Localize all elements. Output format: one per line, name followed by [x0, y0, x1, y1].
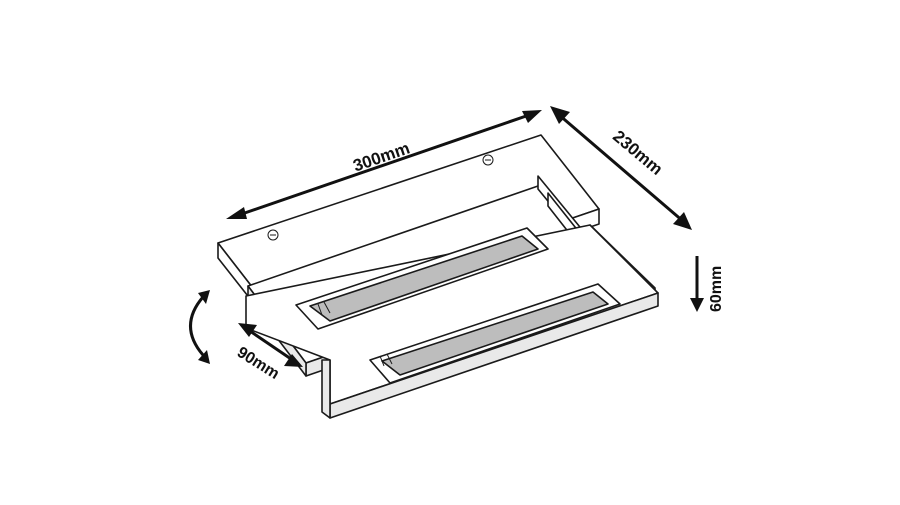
lower-slot-detail-2: [386, 353, 393, 365]
double-arrow-icon: [235, 112, 533, 218]
arrow-head-upper: [238, 323, 257, 337]
arrow-head-top: [550, 106, 570, 124]
lower-tier-front: [321, 359, 331, 419]
double-arrow-icon: [557, 112, 685, 224]
arrow-head-right: [522, 110, 542, 123]
dimension-length-label: 300mm: [351, 139, 413, 176]
upper-slot-detail-1: [317, 303, 323, 316]
upper-slot-detail-2: [323, 301, 331, 314]
lower-slot-detail-1: [379, 355, 385, 367]
double-arrow-icon: [246, 327, 295, 363]
arrow-head-lower: [284, 354, 303, 367]
dimension-height: 60mm: [690, 256, 725, 312]
arrow-head-bottom: [673, 212, 692, 230]
arc-head-top: [198, 290, 210, 304]
upper-slot-inner: [309, 235, 539, 322]
dimension-width-label: 230mm: [609, 127, 666, 179]
lower-slot-inner: [381, 291, 609, 376]
rotation-arc-icon: [189, 296, 205, 356]
arrow-head-down: [690, 298, 704, 312]
dimension-height-label: 60mm: [708, 266, 725, 312]
arrow-head-left: [226, 207, 247, 219]
lamp-body: [217, 134, 659, 419]
arc-head-bottom: [198, 350, 210, 364]
dimension-rotation-label: 90mm: [234, 344, 282, 383]
